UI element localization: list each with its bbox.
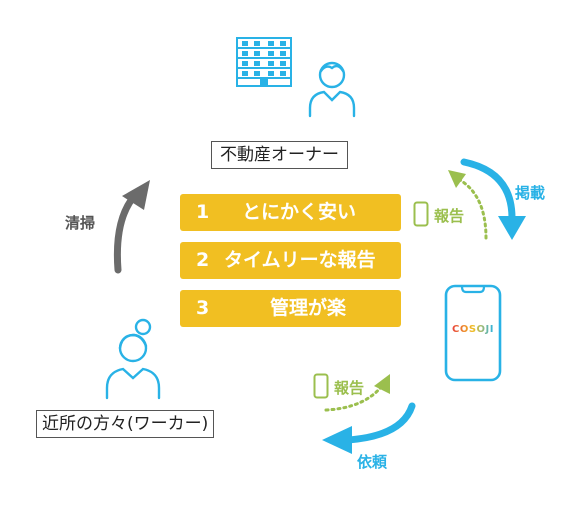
report-arrow-top bbox=[448, 170, 488, 240]
feature-1-text: とにかく安い bbox=[242, 201, 357, 223]
post-label: 掲載 bbox=[515, 184, 546, 202]
request-label: 依頼 bbox=[357, 453, 388, 471]
worker-label: 近所の方々(ワーカー) bbox=[36, 410, 215, 438]
report-arrow-bottom bbox=[324, 374, 390, 412]
request-arrow bbox=[322, 402, 416, 454]
building-icon bbox=[236, 37, 292, 87]
post-arrow bbox=[460, 158, 526, 240]
small-phone-icon-top bbox=[413, 201, 429, 227]
app-name: COSOJI bbox=[450, 324, 496, 335]
clean-label: 清掃 bbox=[65, 214, 96, 232]
report-label-top: 報告 bbox=[434, 207, 465, 225]
feature-3: 3 管理が楽 bbox=[180, 290, 401, 327]
clean-arrow bbox=[113, 180, 150, 274]
report-label-bottom: 報告 bbox=[334, 379, 365, 397]
feature-2-text: タイムリーな報告 bbox=[224, 249, 376, 271]
owner-label: 不動産オーナー bbox=[211, 141, 348, 169]
smartphone-icon bbox=[444, 284, 502, 382]
feature-1-number: 1 bbox=[196, 201, 210, 223]
feature-2: 2 タイムリーな報告 bbox=[180, 242, 401, 279]
app-name-text: COSOJI bbox=[452, 324, 494, 335]
feature-3-number: 3 bbox=[196, 297, 210, 319]
small-phone-icon-bottom bbox=[313, 373, 329, 399]
feature-1: 1 とにかく安い bbox=[180, 194, 401, 231]
feature-3-text: 管理が楽 bbox=[270, 297, 347, 319]
owner-person-icon bbox=[308, 61, 356, 118]
feature-2-number: 2 bbox=[196, 249, 210, 271]
worker-person-icon bbox=[105, 318, 161, 400]
